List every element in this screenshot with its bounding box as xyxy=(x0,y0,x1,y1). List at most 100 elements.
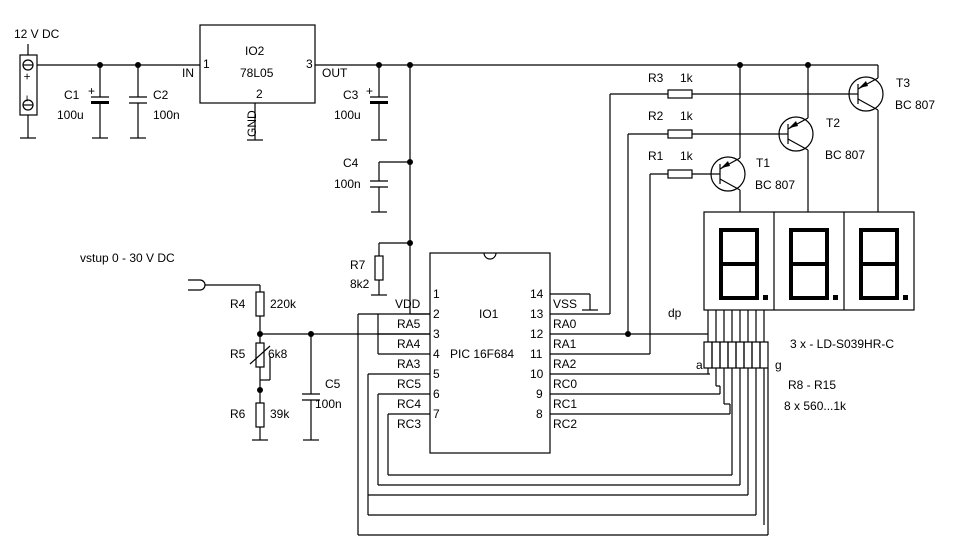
voltage-input-label: vstup 0 - 30 V DC xyxy=(80,251,175,265)
mcu-right-pin-name-13: RA0 xyxy=(553,317,577,331)
t1-part: BC 807 xyxy=(755,178,795,192)
regulator-pin-out-num: 3 xyxy=(306,57,313,71)
mcu-left-pin-num-1: 1 xyxy=(433,287,440,301)
mcu-right-pin-name-14: VSS xyxy=(553,297,577,311)
r7-name: R7 xyxy=(350,258,366,272)
mcu-right-pin-num-11: 11 xyxy=(530,347,543,361)
r2-value: 1k xyxy=(680,109,694,123)
c1-name: C1 xyxy=(64,88,80,102)
digit-1 xyxy=(719,228,768,300)
digit-2 xyxy=(789,228,838,300)
rarray-right-label: g xyxy=(775,358,782,372)
trimmer-r5 xyxy=(249,334,271,403)
capacitor-c3: + xyxy=(366,65,388,141)
voltage-regulator xyxy=(199,24,316,141)
svg-text:+: + xyxy=(366,84,373,98)
mcu-left-pin-num-2: 2 xyxy=(433,307,440,321)
c2-name: C2 xyxy=(153,88,169,102)
regulator-name: IO2 xyxy=(245,44,265,58)
regulator-gnd-label: GND xyxy=(245,110,259,137)
mcu-right-pin-name-11: RA2 xyxy=(553,357,577,371)
mcu-left-pin-num-4: 4 xyxy=(433,347,440,361)
rarray-dp-label: dp xyxy=(668,306,682,320)
c1-value: 100u xyxy=(57,108,84,122)
mcu-left-pin-name-3: RA4 xyxy=(397,337,421,351)
digit-3 xyxy=(859,228,908,300)
r3-name: R3 xyxy=(648,71,664,85)
mcu-left-pin-num-5: 5 xyxy=(433,367,440,381)
c2-value: 100n xyxy=(153,108,180,122)
mcu-left-pin-name-4: RA3 xyxy=(397,357,421,371)
r5-value: 6k8 xyxy=(268,347,288,361)
mcu-right-pin-name-8: RC2 xyxy=(553,417,577,431)
mcu-right-pin-name-9: RC1 xyxy=(553,397,577,411)
r6-name: R6 xyxy=(230,407,246,421)
microcontroller-pic xyxy=(429,252,551,454)
mcu-right-pin-num-13: 13 xyxy=(530,307,544,321)
resistor-r3 xyxy=(667,89,850,99)
mcu-name: IO1 xyxy=(479,307,499,321)
resistor-r7 xyxy=(371,242,410,296)
rarray-value: 8 x 560...1k xyxy=(784,399,847,413)
mcu-part: PIC 16F684 xyxy=(450,347,514,361)
r1-name: R1 xyxy=(648,149,664,163)
t2-part: BC 807 xyxy=(825,148,865,162)
resistor-r4 xyxy=(255,285,265,334)
regulator-pin-in-num: 1 xyxy=(203,57,210,71)
mcu-right-pin-num-10: 10 xyxy=(530,367,544,381)
t3-name: T3 xyxy=(896,76,910,90)
c3-value: 100u xyxy=(334,108,361,122)
c3-name: C3 xyxy=(343,88,359,102)
t3-part: BC 807 xyxy=(895,98,935,112)
transistor-t3 xyxy=(848,65,884,212)
capacitor-c4 xyxy=(370,65,413,243)
regulator-out-label: OUT xyxy=(322,66,348,80)
c5-value: 100n xyxy=(315,397,342,411)
connector-plus-label: + xyxy=(20,73,34,80)
regulator-part: 78L05 xyxy=(240,66,274,80)
r7-value: 8k2 xyxy=(350,277,370,291)
capacitor-c1: + xyxy=(88,65,109,139)
input-terminal xyxy=(188,279,260,291)
resistor-r6 xyxy=(252,402,268,441)
r4-name: R4 xyxy=(230,297,246,311)
regulator-pin-gnd-num: 2 xyxy=(256,87,263,101)
t2-name: T2 xyxy=(826,116,840,130)
mcu-left-pin-num-3: 3 xyxy=(433,327,440,341)
display-part-label: 3 x - LD-S039HR-C xyxy=(790,337,894,351)
rarray-name: R8 - R15 xyxy=(788,378,836,392)
c5-name: C5 xyxy=(325,377,341,391)
resistor-array xyxy=(668,310,769,369)
mcu-left-pin-name-1: VDD xyxy=(395,297,421,311)
transistor-t2 xyxy=(778,65,814,212)
mcu-left-pin-name-7: RC3 xyxy=(397,417,421,431)
c4-name: C4 xyxy=(343,156,359,170)
mcu-left-pin-num-6: 6 xyxy=(433,387,440,401)
mcu-right-pin-num-12: 12 xyxy=(530,327,544,341)
transistor-t1 xyxy=(710,65,746,212)
r6-value: 39k xyxy=(270,407,290,421)
r4-value: 220k xyxy=(270,297,297,311)
connector-minus-label: − xyxy=(20,95,34,102)
t1-name: T1 xyxy=(756,156,770,170)
capacitor-c5 xyxy=(302,334,320,441)
r1-value: 1k xyxy=(680,149,694,163)
capacitor-c2 xyxy=(129,65,147,139)
r2-name: R2 xyxy=(648,109,664,123)
seven-segment-display xyxy=(703,211,915,311)
mcu-left-pin-name-6: RC4 xyxy=(397,397,421,411)
rarray-left-label: a xyxy=(696,358,703,372)
power-connector: + − xyxy=(19,54,38,116)
mcu-left-pin-num-7: 7 xyxy=(433,407,440,421)
power-input-label: 12 V DC xyxy=(14,27,60,41)
mcu-right-pin-num-14: 14 xyxy=(530,287,544,301)
mcu-left-pin-name-5: RC5 xyxy=(397,377,421,391)
mcu-right-pin-name-10: RC0 xyxy=(553,377,577,391)
mcu-left-pin-name-2: RA5 xyxy=(397,317,421,331)
c4-value: 100n xyxy=(334,177,361,191)
mcu-right-pin-name-12: RA1 xyxy=(553,337,577,351)
mcu-right-pin-num-9: 9 xyxy=(536,387,543,401)
svg-text:+: + xyxy=(88,84,95,98)
resistor-r1 xyxy=(667,169,712,179)
